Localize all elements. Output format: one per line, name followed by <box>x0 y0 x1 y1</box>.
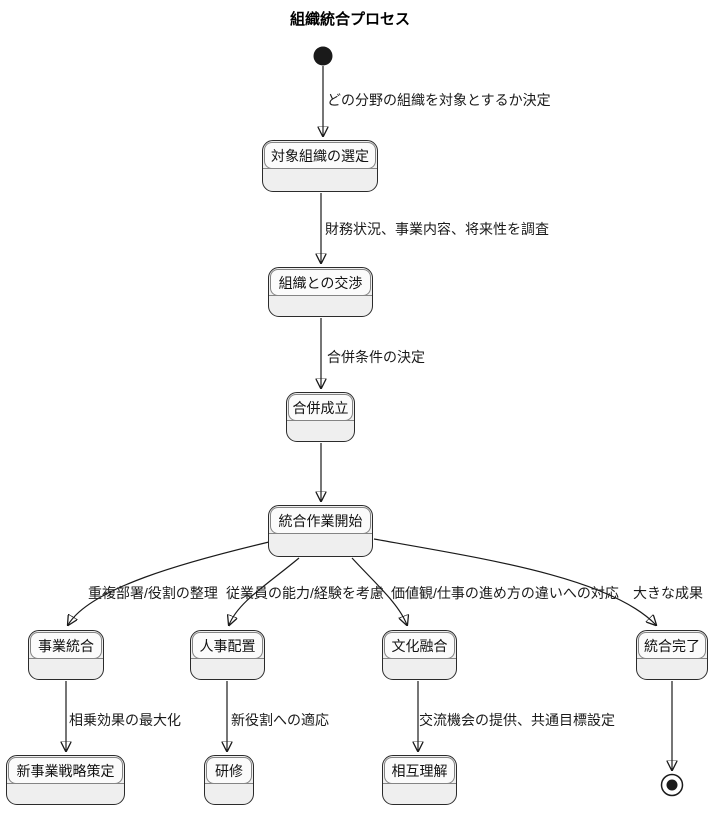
state-divider <box>269 295 372 296</box>
transition-label-t10: 新役割への適応 <box>231 712 329 728</box>
state-divider <box>205 783 253 784</box>
state-negotiation: 組織との交渉 <box>268 267 373 317</box>
state-divider <box>7 783 124 784</box>
state-mutual-understanding: 相互理解 <box>382 755 457 805</box>
transition-label-t3: 合併条件の決定 <box>327 349 425 365</box>
state-divider <box>263 168 377 169</box>
edge-start-to-personnel-placement <box>229 557 300 625</box>
state-personnel-placement: 人事配置 <box>190 630 265 680</box>
state-new-strategy-label: 新事業戦略策定 <box>8 757 123 784</box>
state-merger-established: 合併成立 <box>286 392 355 442</box>
edge-start-to-business-integration <box>68 541 270 625</box>
state-divider <box>29 658 103 659</box>
state-new-strategy: 新事業戦略策定 <box>6 755 125 805</box>
start-node <box>313 46 333 66</box>
edge-start-to-integration-complete <box>373 538 656 625</box>
state-integration-start-label: 統合作業開始 <box>270 507 371 534</box>
state-merger-established-label: 合併成立 <box>288 394 353 421</box>
transition-label-t9: 相乗効果の最大化 <box>69 712 181 728</box>
state-divider <box>269 533 372 534</box>
state-mutual-understanding-label: 相互理解 <box>384 757 455 784</box>
state-divider <box>191 658 264 659</box>
state-divider <box>637 658 707 659</box>
transition-label-t8: 大きな成果 <box>633 585 703 601</box>
state-integration-complete-label: 統合完了 <box>638 632 706 659</box>
state-integration-start: 統合作業開始 <box>268 505 373 557</box>
transition-label-t1: どの分野の組織を対象とするか決定 <box>327 92 551 108</box>
state-divider <box>383 783 456 784</box>
state-culture-fusion-label: 文化融合 <box>384 632 455 659</box>
state-select-target-label: 対象組織の選定 <box>264 142 376 169</box>
transition-label-t6: 従業員の能力/経験を考慮 <box>226 585 384 601</box>
state-negotiation-label: 組織との交渉 <box>270 269 371 296</box>
state-personnel-placement-label: 人事配置 <box>192 632 263 659</box>
state-culture-fusion: 文化融合 <box>382 630 457 680</box>
state-business-integration: 事業統合 <box>28 630 104 680</box>
state-divider <box>383 658 456 659</box>
state-divider <box>287 420 354 421</box>
transition-label-t5: 重複部署/役割の整理 <box>88 585 218 601</box>
state-training: 研修 <box>204 755 254 805</box>
state-business-integration-label: 事業統合 <box>30 632 102 659</box>
diagram-title: 組織統合プロセス <box>289 11 410 28</box>
state-select-target: 対象組織の選定 <box>262 140 378 192</box>
transition-label-t11: 交流機会の提供、共通目標設定 <box>419 712 615 728</box>
state-training-label: 研修 <box>206 757 252 784</box>
state-integration-complete: 統合完了 <box>636 630 708 680</box>
transition-label-t7: 価値観/仕事の進め方の違いへの対応 <box>391 585 619 601</box>
end-node-inner <box>666 779 678 791</box>
transition-label-t2: 財務状況、事業内容、将来性を調査 <box>325 221 549 237</box>
edge-start-to-culture-fusion <box>351 557 407 625</box>
